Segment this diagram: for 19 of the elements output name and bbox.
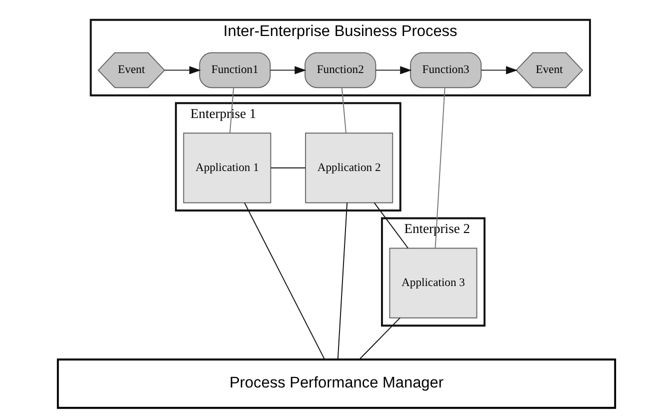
connector — [434, 87, 445, 249]
connector — [358, 317, 400, 360]
connector — [340, 87, 346, 134]
node-box: Function2 — [304, 52, 376, 88]
arrow — [374, 66, 412, 74]
node-box: Function1 — [198, 52, 270, 88]
connector — [228, 87, 234, 134]
connector — [270, 167, 306, 168]
node-box: Process Performance Manager — [56, 358, 616, 409]
node-box: Function3 — [410, 52, 482, 88]
node-box: Application 1 — [182, 132, 271, 204]
arrow — [164, 66, 200, 74]
connector — [373, 202, 408, 249]
node-box: Application 3 — [388, 248, 477, 318]
connector — [336, 202, 348, 360]
node-box: Application 2 — [304, 132, 393, 204]
arrow — [480, 66, 518, 74]
arrow — [269, 66, 306, 74]
connector — [244, 202, 324, 360]
